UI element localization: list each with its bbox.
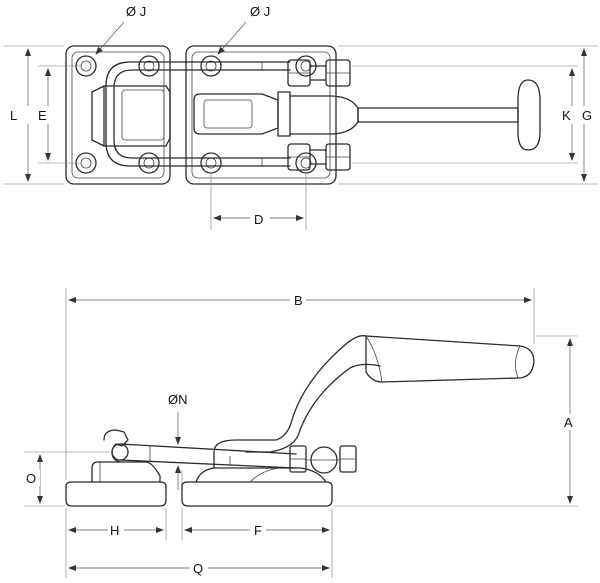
side-view: B A ØN O H F Q bbox=[24, 288, 578, 578]
label-K: K bbox=[562, 108, 571, 123]
handle-side bbox=[213, 335, 535, 469]
top-extensions bbox=[4, 45, 598, 230]
label-A: A bbox=[564, 415, 573, 430]
label-D: D bbox=[254, 212, 263, 227]
label-G: G bbox=[582, 108, 592, 123]
hook-side bbox=[103, 429, 129, 463]
label-hole-right: Ø J bbox=[250, 4, 270, 19]
label-L: L bbox=[10, 108, 17, 123]
catch-plate bbox=[65, 45, 171, 185]
label-Q: Q bbox=[193, 561, 203, 576]
top-view: L E D K G Ø J Ø J bbox=[4, 4, 598, 230]
top-labels: L E D K G Ø J Ø J bbox=[10, 4, 596, 227]
label-N: ØN bbox=[168, 392, 188, 407]
latch-plate bbox=[185, 45, 337, 185]
yoke bbox=[193, 91, 291, 137]
label-O: O bbox=[26, 471, 36, 486]
handle-top bbox=[289, 79, 541, 151]
label-H: H bbox=[110, 523, 119, 538]
nuts bbox=[287, 59, 351, 171]
u-bolt bbox=[105, 61, 291, 167]
nuts-side bbox=[289, 445, 357, 474]
label-B: B bbox=[294, 293, 303, 308]
catch-base-side bbox=[65, 461, 167, 507]
label-F: F bbox=[254, 523, 262, 538]
side-labels: B A ØN O H F Q bbox=[24, 292, 578, 576]
latch-base-side bbox=[181, 467, 333, 507]
label-hole-left: Ø J bbox=[126, 4, 146, 19]
rod-side bbox=[119, 443, 297, 469]
label-E: E bbox=[38, 108, 47, 123]
side-extensions bbox=[24, 288, 578, 578]
